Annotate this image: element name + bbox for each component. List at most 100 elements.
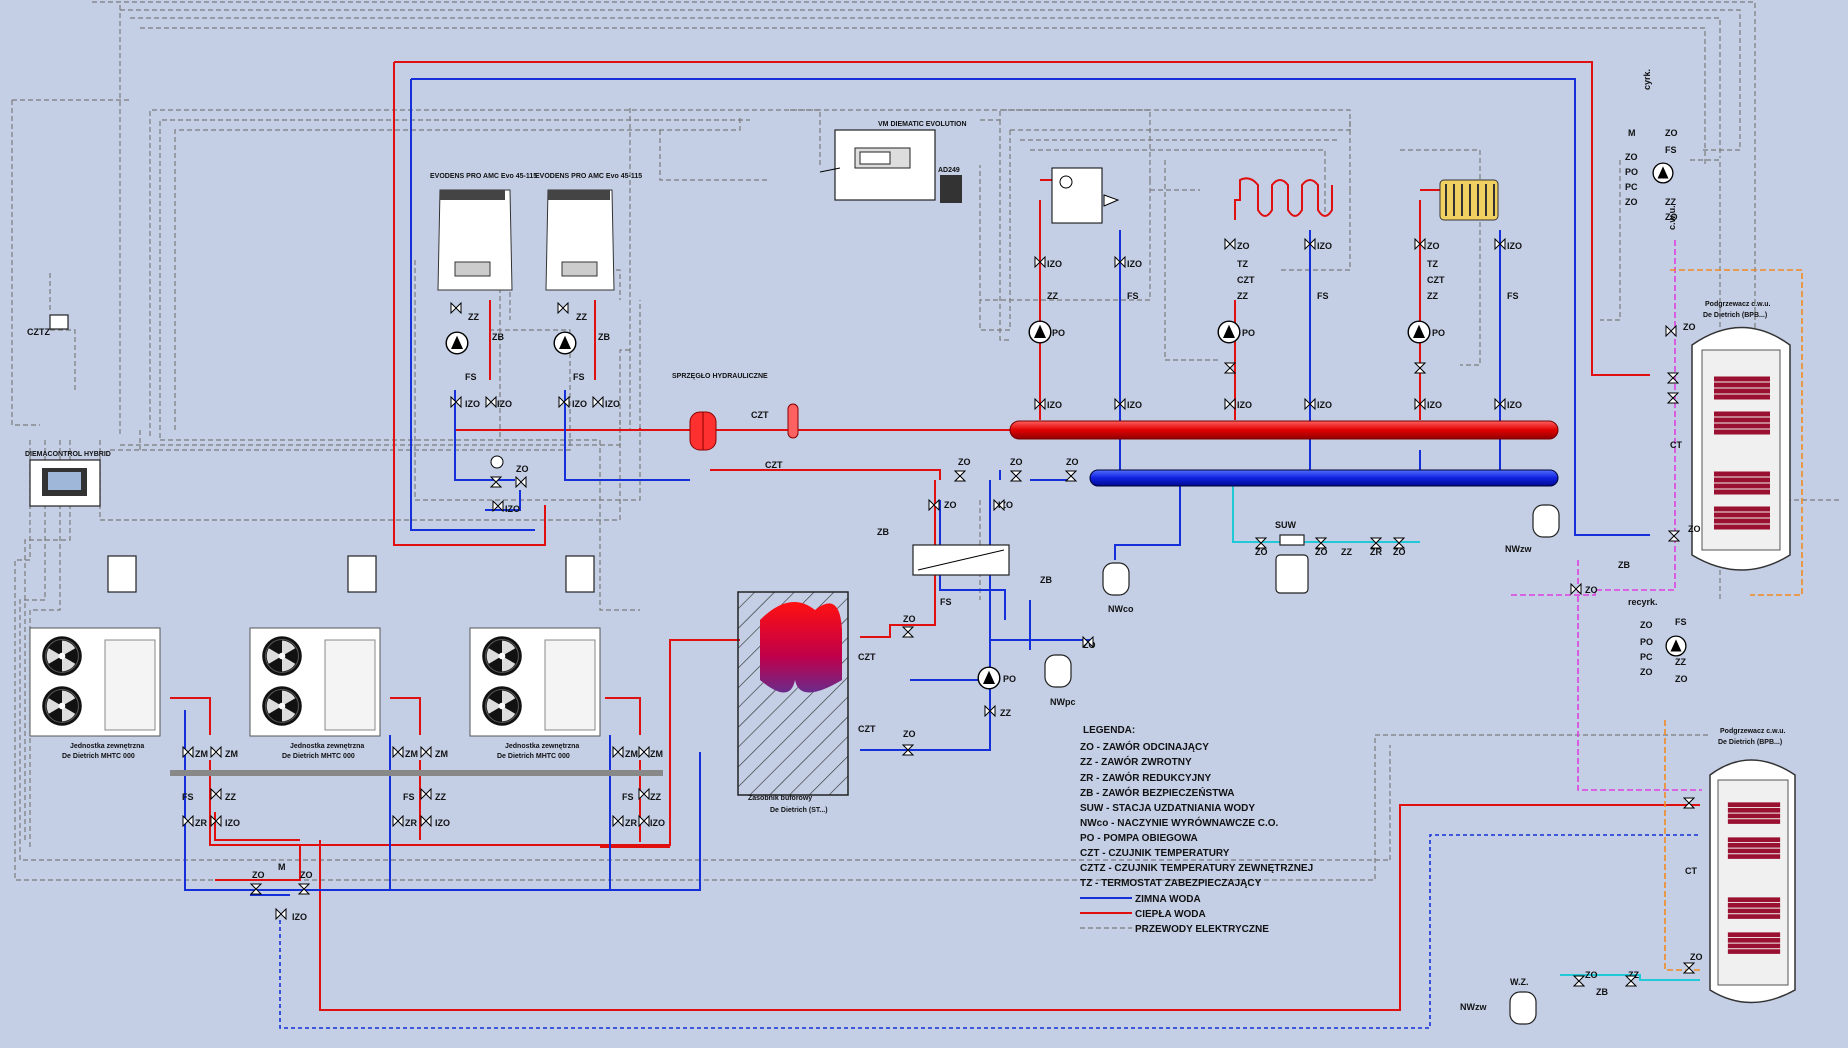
tag-zb-1: ZB xyxy=(492,332,504,342)
svg-text:FS: FS xyxy=(1665,145,1677,155)
svg-text:PC: PC xyxy=(1640,652,1653,662)
sprzeglo-label: SPRZĘGŁO HYDRAULICZNE xyxy=(672,373,768,380)
outdoor-unit-3: Jednostka zewnętrzna De Dietrich MHTC 00… xyxy=(469,555,601,760)
svg-text:FS: FS xyxy=(940,597,952,607)
svg-text:ZO: ZO xyxy=(1640,667,1653,677)
cold-water-supply-dashed xyxy=(279,834,1700,1029)
svg-text:ZZ: ZZ xyxy=(435,792,446,802)
boiler2-valve-icon xyxy=(557,302,569,314)
svg-text:IZO: IZO xyxy=(1317,400,1332,410)
svg-text:Podgrzewacz c.w.u.: Podgrzewacz c.w.u. xyxy=(1720,728,1786,735)
ou1-model: De Dietrich MHTC 000 xyxy=(62,753,135,760)
svg-text:c.w.u.: c.w.u. xyxy=(1667,205,1677,230)
svg-text:NWzw: NWzw xyxy=(1505,544,1532,554)
circuit-valve-tags: IZO ZZ IZO IZO FS IZO ZO TZ CZT ZZ IZO I… xyxy=(1047,241,1522,410)
svg-text:ZZ: ZZ xyxy=(650,792,661,802)
svg-text:IZO: IZO xyxy=(435,818,450,828)
mix-zo-valve-icon xyxy=(515,476,527,488)
svg-text:ZZ: ZZ xyxy=(1427,291,1438,301)
mix-valve-icon xyxy=(490,476,502,488)
cztz-sensor xyxy=(49,314,69,330)
svg-text:ZO: ZO xyxy=(958,457,971,467)
dhw-tags: cyrk. c.w.u. M ZO FS ZO PO PC ZO ZZ ZO Z… xyxy=(1460,69,1703,1012)
svg-text:recyrk.: recyrk. xyxy=(1628,597,1658,607)
svg-text:ZO: ZO xyxy=(300,870,313,880)
tag-izo-2: IZO xyxy=(497,399,512,409)
svg-text:FS: FS xyxy=(182,792,194,802)
buffer-label: Zasobnik buforowy xyxy=(748,795,812,802)
boiler-2-label: EVODENS PRO AMC Evo 45-115 xyxy=(535,173,642,180)
svg-text:ZB: ZB xyxy=(1040,575,1052,585)
svg-text:ZB: ZB xyxy=(1618,560,1630,570)
ou3-label: Jednostka zewnętrzna xyxy=(505,743,579,750)
recirc-line xyxy=(1510,240,1676,596)
svg-text:PO: PO xyxy=(1625,167,1638,177)
suw-label: SUW xyxy=(1275,520,1297,530)
svg-text:ZO: ZO xyxy=(1585,970,1598,980)
svg-text:ZO: ZO xyxy=(1393,547,1406,557)
svg-text:CZT: CZT xyxy=(1427,275,1445,285)
boiler2-pump-icon xyxy=(553,331,577,355)
svg-text:Podgrzewacz c.w.u.: Podgrzewacz c.w.u. xyxy=(1705,301,1771,308)
ou2-label: Jednostka zewnętrzna xyxy=(290,743,364,750)
svg-text:De Dietrich (BPB...): De Dietrich (BPB...) xyxy=(1703,312,1767,319)
svg-text:ZO: ZO xyxy=(903,614,916,624)
boiler-1: EVODENS PRO AMC Evo 45-115 xyxy=(430,173,537,291)
svg-text:NWzw: NWzw xyxy=(1460,1002,1487,1012)
svg-text:IZO: IZO xyxy=(1047,259,1062,269)
svg-text:ZZ: ZZ xyxy=(1237,291,1248,301)
fan-coil xyxy=(1051,167,1120,224)
tag-zo-mix: ZO xyxy=(516,464,529,474)
svg-text:ZM: ZM xyxy=(435,749,448,759)
tag-po-2: PO xyxy=(1242,328,1255,338)
legend-title: LEGENDA: xyxy=(1083,725,1135,736)
buffer-pump-icon xyxy=(977,666,1001,690)
cold-header-manifold xyxy=(1089,469,1559,487)
svg-text:PC: PC xyxy=(1625,182,1638,192)
svg-text:ZO: ZO xyxy=(1640,620,1653,630)
nwpc-label: NWpc xyxy=(1050,697,1076,707)
svg-text:IZO: IZO xyxy=(650,818,665,828)
dhw-heater-1: Podgrzewacz c.w.u. De Dietrich (BPB...) … xyxy=(1670,301,1791,571)
svg-text:IZO: IZO xyxy=(1427,400,1442,410)
suw-station: SUW xyxy=(1275,520,1309,594)
svg-text:ZO: ZO xyxy=(1690,952,1703,962)
svg-text:cyrk.: cyrk. xyxy=(1642,69,1652,90)
svg-text:IZO: IZO xyxy=(1507,241,1522,251)
svg-text:ZZ: ZZ xyxy=(1628,970,1639,980)
electrical-wiring xyxy=(11,1,1840,881)
svg-text:FS: FS xyxy=(1127,291,1139,301)
svg-text:ZO: ZO xyxy=(1688,524,1701,534)
nwco-label: NWco xyxy=(1108,604,1134,614)
svg-text:ZO: ZO xyxy=(1675,674,1688,684)
boiler-2: EVODENS PRO AMC Evo 45-115 xyxy=(535,173,642,291)
makeup-water-line xyxy=(1232,480,1420,543)
legend-item: ZO - ZAWÓR ODCINAJĄCY xyxy=(1080,740,1209,753)
ou1-label: Jednostka zewnętrzna xyxy=(70,743,144,750)
svg-text:ZO: ZO xyxy=(1585,585,1598,595)
svg-text:FS: FS xyxy=(622,792,634,802)
buffer-tags: ZO ZO ZO ZB ZO IZO FS ZB ZO CZT CZT ZO Z… xyxy=(858,457,1406,739)
motor-m-icon xyxy=(490,455,504,469)
mounting-rail xyxy=(170,770,663,776)
svg-text:ZB: ZB xyxy=(877,527,889,537)
boiler2-zo-valve-icon xyxy=(592,396,604,408)
hot-water-pipes xyxy=(170,61,1700,1011)
svg-text:ZO: ZO xyxy=(1315,547,1328,557)
svg-text:IZO: IZO xyxy=(1047,400,1062,410)
ou3-model: De Dietrich MHTC 000 xyxy=(497,753,570,760)
ou2-model: De Dietrich MHTC 000 xyxy=(282,753,355,760)
outdoor-valve-tags: ZM ZM ZZ FS ZR IZO ZM ZM ZZ FS ZR IZO ZM… xyxy=(182,749,665,922)
tag-po-3: PO xyxy=(1432,328,1445,338)
svg-text:ZO: ZO xyxy=(903,729,916,739)
svg-text:ZO: ZO xyxy=(1625,197,1638,207)
legend-item: ZB - ZAWÓR BEZPIECZEŃSTWA xyxy=(1080,786,1234,799)
svg-text:CZT: CZT xyxy=(1237,275,1255,285)
tag-fs-2: FS xyxy=(573,372,585,382)
recirc-line-2 xyxy=(1577,560,1702,791)
nwpc-vessel xyxy=(1044,654,1072,688)
svg-text:M: M xyxy=(1628,128,1636,138)
diemacontrol-hybrid: DIEMACONTROL HYBRID xyxy=(25,451,111,507)
svg-text:FS: FS xyxy=(403,792,415,802)
